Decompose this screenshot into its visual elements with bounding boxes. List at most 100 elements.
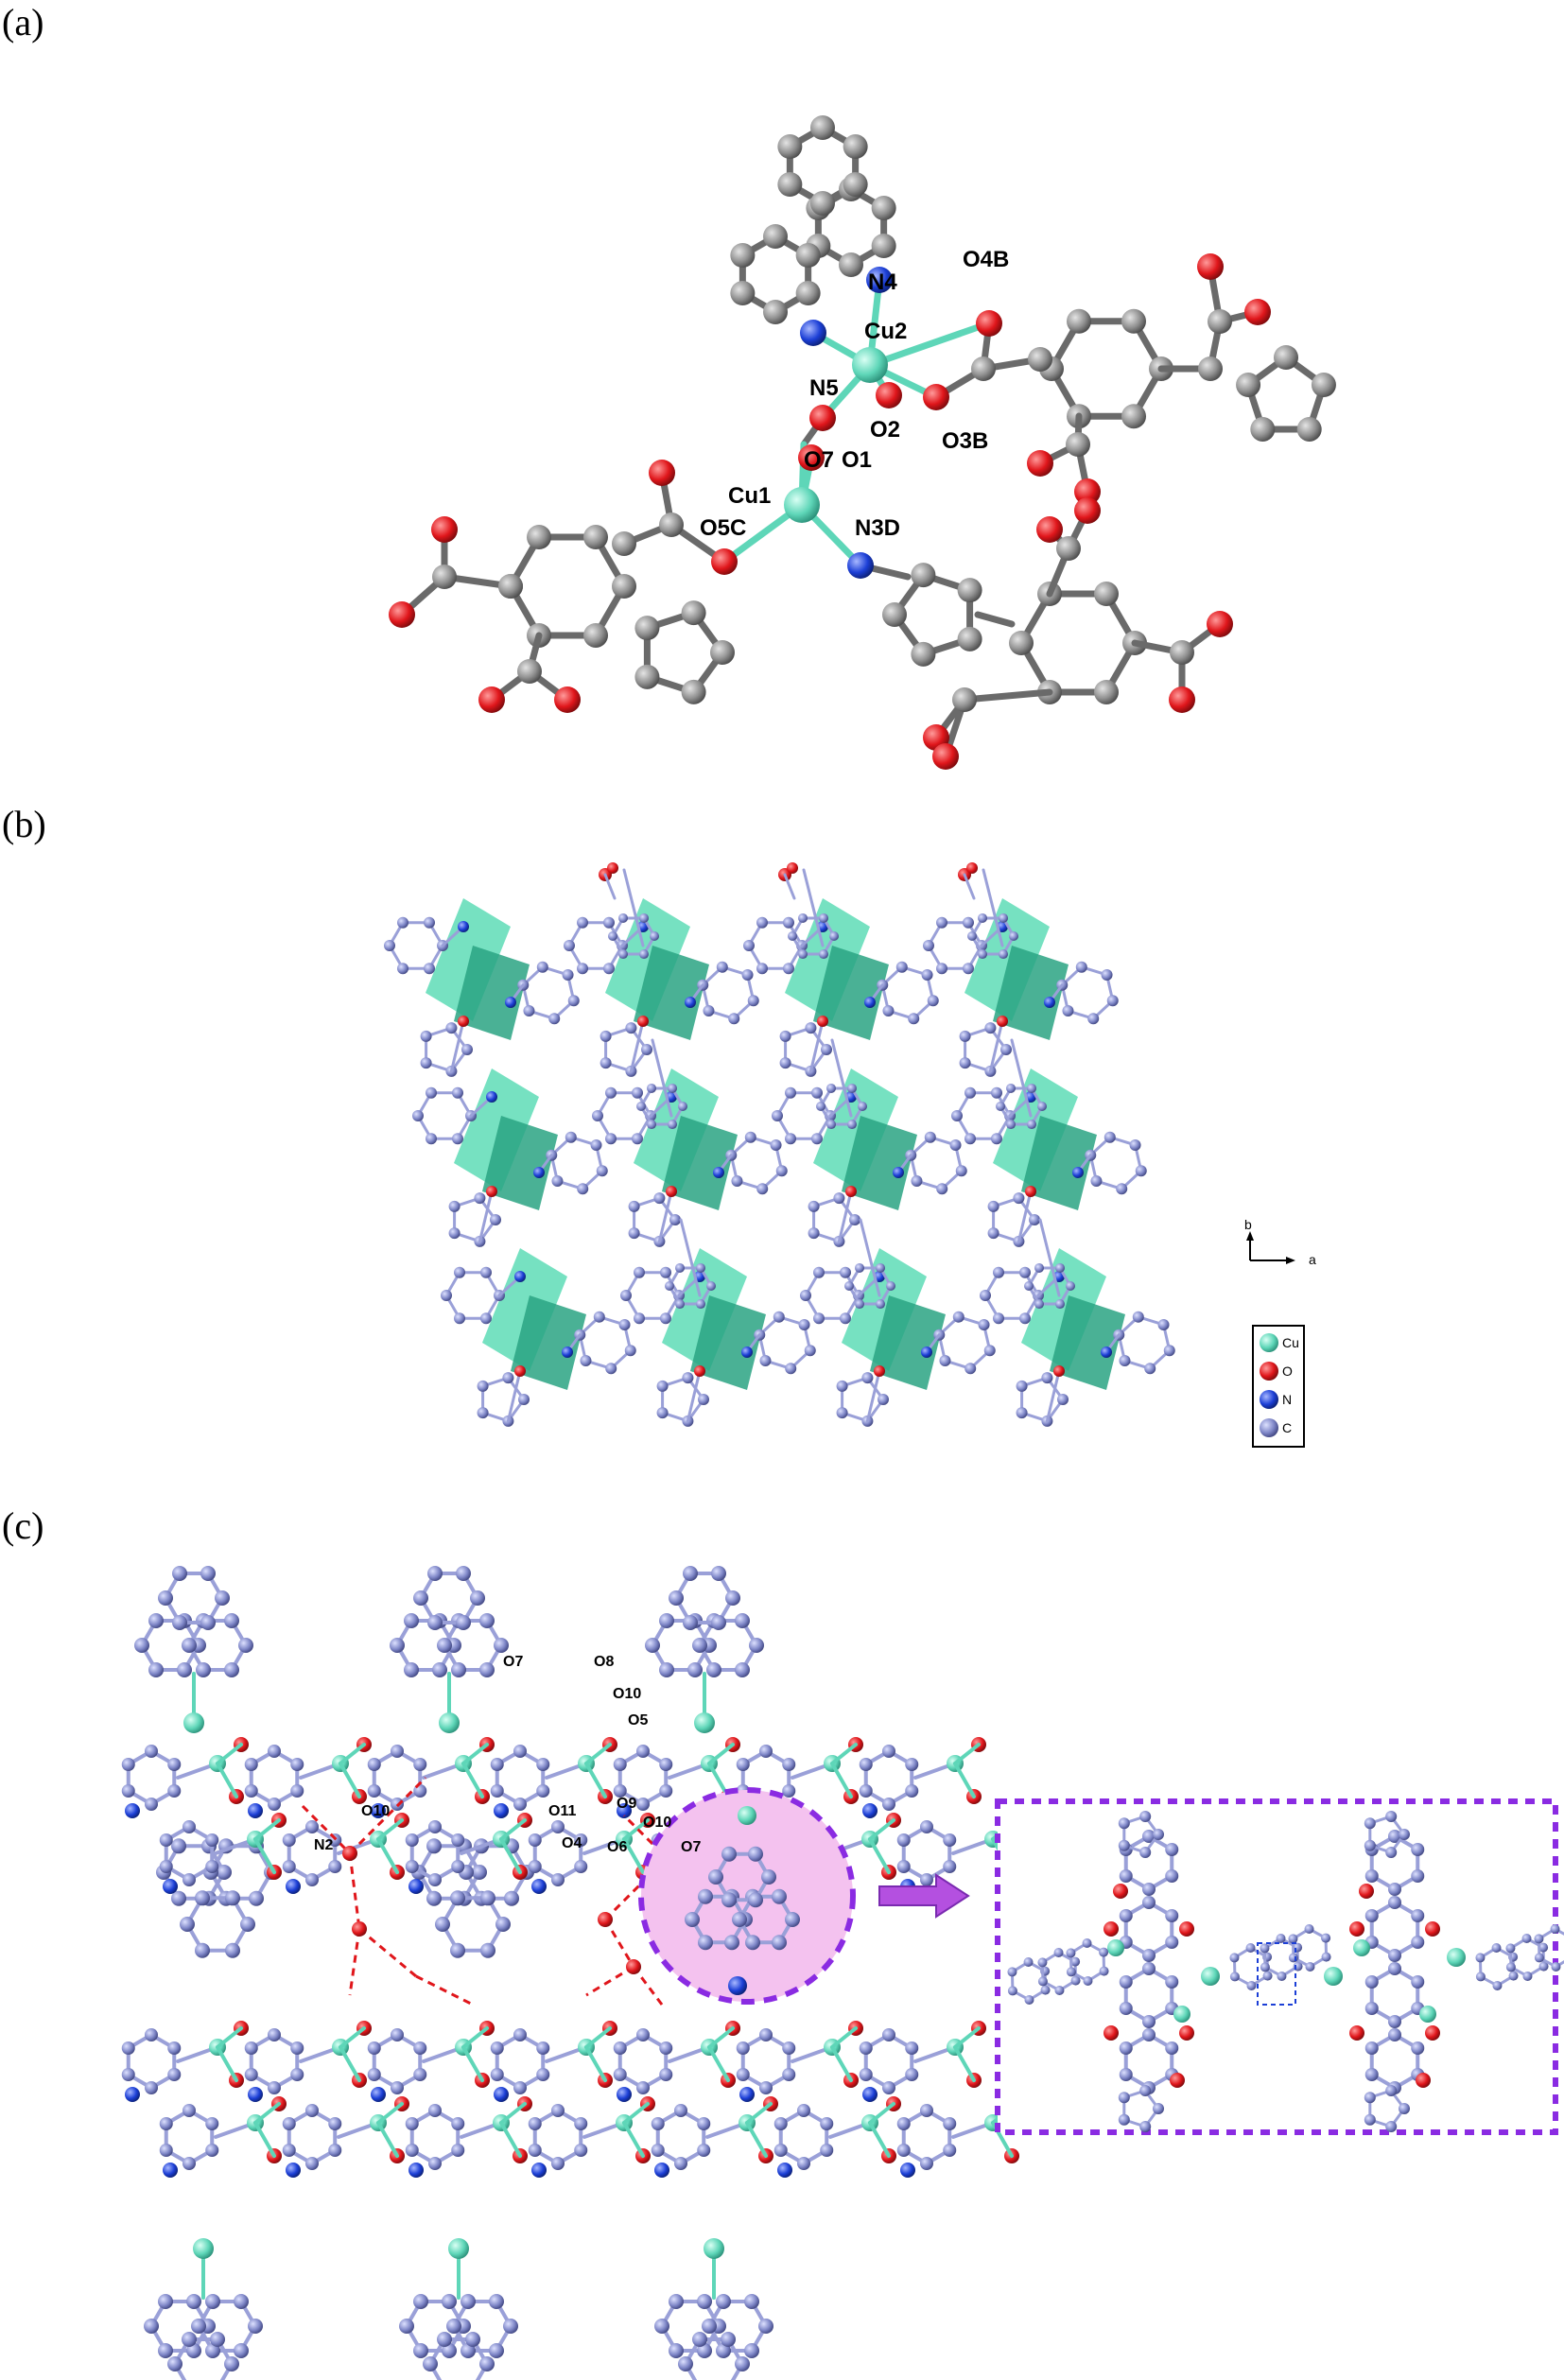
atom-cb bbox=[426, 1086, 437, 1099]
atom-o bbox=[1053, 1365, 1065, 1377]
atom-cb bbox=[651, 2144, 665, 2157]
atom-cb bbox=[1118, 1817, 1130, 1830]
bond bbox=[584, 1743, 612, 1765]
atom-n bbox=[893, 1167, 904, 1178]
atom-ca bbox=[1121, 404, 1146, 429]
atom-cb bbox=[949, 1138, 962, 1151]
atom-cb bbox=[608, 931, 617, 941]
atom-cb bbox=[159, 1860, 173, 1873]
atom-cb bbox=[435, 1917, 450, 1932]
atom-label: O7 bbox=[503, 1654, 523, 1670]
atom-cb bbox=[628, 1227, 640, 1240]
atom-cb bbox=[821, 1044, 832, 1055]
atom-cb bbox=[756, 1183, 769, 1195]
atom-cb bbox=[196, 1661, 211, 1677]
atom-cb bbox=[205, 2294, 220, 2310]
atom-n bbox=[371, 2087, 386, 2102]
atom-label: O7 bbox=[681, 1839, 701, 1855]
atom-o bbox=[1207, 611, 1233, 637]
axis-b-label: b bbox=[1244, 1217, 1252, 1232]
atom-cb bbox=[963, 963, 974, 975]
cu-polyhedron bbox=[690, 1295, 766, 1390]
atom-cb bbox=[625, 1022, 637, 1034]
atom-cb bbox=[743, 940, 755, 951]
atom-cb bbox=[820, 2117, 834, 2130]
atom-cb bbox=[896, 2144, 911, 2157]
atom-cb bbox=[849, 1214, 860, 1225]
atom-cb bbox=[290, 2068, 304, 2081]
atom-cb bbox=[736, 2068, 750, 2081]
atom-cb bbox=[905, 2041, 919, 2055]
atom-cb bbox=[1364, 2002, 1379, 2015]
atom-cb bbox=[528, 2144, 542, 2157]
atom-cb bbox=[548, 1013, 561, 1025]
atom-o bbox=[1349, 1921, 1364, 1937]
atom-cb bbox=[1399, 1829, 1410, 1840]
atom-cb bbox=[159, 1833, 173, 1847]
atom-cb bbox=[404, 1613, 419, 1629]
atom-cb bbox=[167, 2356, 182, 2371]
atom-o bbox=[431, 516, 458, 543]
bond bbox=[584, 2045, 607, 2082]
atom-o bbox=[798, 444, 825, 471]
bond bbox=[339, 1762, 361, 1798]
atom-label: O10 bbox=[643, 1815, 671, 1831]
atom-cb bbox=[669, 1590, 684, 1606]
atom-cb bbox=[1037, 1957, 1048, 1968]
atom-cb bbox=[1006, 1083, 1016, 1093]
atom-cb bbox=[148, 1613, 164, 1629]
cu-polyhedron bbox=[634, 946, 709, 1040]
atom-cb bbox=[1103, 1131, 1116, 1143]
atom-cb bbox=[735, 2356, 750, 2371]
atom-cb bbox=[758, 2319, 773, 2334]
hydrogen-bond bbox=[358, 1927, 417, 1978]
panel-label-c: (c) bbox=[2, 1504, 44, 1547]
hydrogen-bond bbox=[603, 1919, 635, 1968]
atom-cb bbox=[1119, 1355, 1131, 1367]
atom-cb bbox=[1364, 2068, 1379, 2081]
atom-cb bbox=[502, 1372, 514, 1384]
bond bbox=[961, 688, 1053, 704]
atom-cb bbox=[936, 916, 947, 929]
atom-cb bbox=[783, 963, 794, 975]
atom-cb bbox=[829, 931, 839, 941]
atom-o bbox=[997, 1016, 1008, 1027]
atom-label: N4 bbox=[868, 269, 897, 295]
atom-cb bbox=[703, 1005, 715, 1017]
cu-polyhedron bbox=[842, 1248, 927, 1371]
atom-o bbox=[1103, 2025, 1119, 2041]
atom-cb bbox=[911, 1175, 923, 1188]
atom-cb bbox=[1007, 1986, 1017, 1996]
atom-cb bbox=[391, 2028, 404, 2041]
atom-cb bbox=[905, 2068, 919, 2081]
atom-cb bbox=[397, 963, 408, 975]
atom-cb bbox=[859, 1784, 873, 1798]
atom-cb bbox=[669, 2294, 684, 2310]
atom-cb bbox=[1411, 1936, 1425, 1949]
panel-label-a: (a) bbox=[2, 1, 44, 43]
atom-cb bbox=[224, 1661, 239, 1677]
atom-cb bbox=[756, 963, 768, 975]
atom-cb bbox=[182, 2104, 196, 2117]
atom-n bbox=[505, 997, 516, 1008]
cu-polyhedron bbox=[605, 898, 690, 1021]
atom-cb bbox=[1106, 995, 1119, 1007]
atom-cb bbox=[1321, 1952, 1331, 1962]
atom-cb bbox=[480, 1942, 495, 1958]
atom-cb bbox=[804, 1345, 816, 1357]
bond bbox=[1017, 1190, 1033, 1243]
atom-cb bbox=[145, 1745, 158, 1758]
atom-cb bbox=[1260, 1418, 1278, 1437]
atom-n bbox=[800, 320, 826, 346]
atom-cb bbox=[158, 2294, 173, 2310]
atom-cb bbox=[756, 916, 768, 929]
bond bbox=[707, 2026, 735, 2049]
atom-n bbox=[248, 1803, 263, 1818]
hydrogen-bond bbox=[348, 1852, 361, 1930]
atom-cb bbox=[412, 1110, 424, 1121]
atom-cb bbox=[225, 1890, 240, 1906]
atom-n bbox=[777, 2163, 792, 2178]
atom-ca bbox=[1121, 308, 1146, 334]
atom-cb bbox=[452, 1086, 463, 1099]
bond bbox=[629, 1019, 645, 1073]
